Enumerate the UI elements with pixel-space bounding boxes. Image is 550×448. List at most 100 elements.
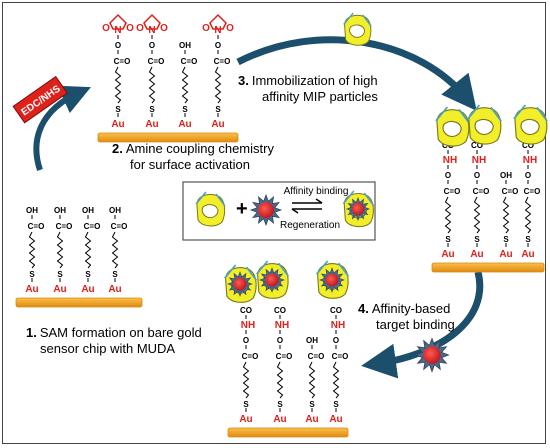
step3-number: 3. <box>238 73 249 88</box>
carbonyl-label: C=O <box>214 57 231 66</box>
arrow-step3-to-step4 <box>361 271 484 379</box>
alkyl-chain <box>308 361 316 399</box>
carbonyl-label: C=O <box>28 222 45 231</box>
target-molecule <box>249 193 283 227</box>
amide-nh-label: NH <box>241 320 255 331</box>
mip-cavity <box>201 204 219 219</box>
alkyl-chain <box>148 66 156 104</box>
co-label: CO <box>274 306 286 315</box>
ring-oxygen-label: O <box>126 23 134 34</box>
svg-text:1.SAM formation on bare gold: 1.SAM formation on bare gold <box>26 325 202 340</box>
mip-cavity <box>474 118 494 136</box>
mip-particle <box>513 104 548 145</box>
step4-text2: target binding <box>376 317 455 332</box>
edc-nhs-badge: EDC/NHS <box>12 75 68 124</box>
sulfur-label: S <box>29 270 35 279</box>
hydroxyl-label: OH <box>306 336 318 345</box>
alkyl-chain <box>28 231 36 269</box>
sulfur-label: S <box>445 235 451 244</box>
target-core <box>352 203 364 215</box>
step3-text: Immobilization of high <box>252 73 378 88</box>
gold-atom-label: Au <box>178 119 191 130</box>
alkyl-chain <box>473 196 481 234</box>
sulfur-label: S <box>215 105 221 114</box>
nitrogen-label: N <box>214 25 221 36</box>
alkyl-chain <box>276 361 284 399</box>
mip-edge-highlight <box>223 264 258 281</box>
gold-atom-label: Au <box>499 249 512 260</box>
target-molecule <box>319 267 345 293</box>
ring-oxygen-label: O <box>160 23 168 34</box>
gold-atom-label: Au <box>521 249 534 260</box>
oxygen-label: O <box>333 336 339 345</box>
alkyl-chain <box>502 196 510 234</box>
alkyl-chain <box>84 231 92 269</box>
sulfur-label: S <box>112 270 118 279</box>
amide-nh-label: NH <box>275 320 289 331</box>
sulfur-label: S <box>503 235 509 244</box>
svg-text:2.Amine coupling chemistry: 2.Amine coupling chemistry <box>112 141 274 156</box>
ring-oxygen-label: O <box>226 23 234 34</box>
free-mip-particle <box>343 12 372 46</box>
gold-atom-label: Au <box>305 414 318 425</box>
oxygen-label: O <box>277 336 283 345</box>
mip-cavity <box>349 24 366 38</box>
carbonyl-label: C=O <box>502 187 519 196</box>
sulfur-label: S <box>309 400 315 409</box>
mip-cavity <box>520 118 540 136</box>
mip-cavity <box>442 120 462 138</box>
gold-atom-label: Au <box>145 119 158 130</box>
eq-mip-target-complex <box>342 190 375 228</box>
target-core <box>423 346 441 364</box>
target-molecule <box>345 196 371 222</box>
step3-text2: affinity MIP particles <box>262 89 378 104</box>
ring-oxygen-label: O <box>136 23 144 34</box>
target-molecule <box>259 267 285 293</box>
hydroxyl-label: OH <box>26 206 38 215</box>
carbonyl-label: C=O <box>181 57 198 66</box>
oxygen-label: O <box>525 171 531 180</box>
gold-atom-label: Au <box>211 119 224 130</box>
step1-text2: sensor chip with MUDA <box>40 341 175 356</box>
hydroxyl-label: OH <box>82 206 94 215</box>
mip-edge-highlight <box>467 104 502 122</box>
carbonyl-label: C=O <box>111 222 128 231</box>
gold-sensor-chip <box>97 132 239 143</box>
nitrogen-label: N <box>114 25 121 36</box>
oxygen-label: O <box>474 171 480 180</box>
regeneration-label: Regeneration <box>280 220 340 231</box>
sulfur-label: S <box>243 400 249 409</box>
carbonyl-label: C=O <box>84 222 101 231</box>
oxygen-label: O <box>445 171 451 180</box>
sulfur-label: S <box>333 400 339 409</box>
step1-number: 1. <box>26 325 37 340</box>
amide-nh-label: NH <box>472 155 486 166</box>
gold-atom-label: Au <box>441 249 454 260</box>
free-target-molecule <box>414 337 450 373</box>
carbonyl-label: C=O <box>332 352 349 361</box>
gold-atom-label: Au <box>108 284 121 295</box>
mip-edge-highlight <box>342 190 375 207</box>
sulfur-label: S <box>277 400 283 409</box>
alkyl-chain <box>524 196 532 234</box>
mip-particle <box>343 12 372 46</box>
svg-text:3.Immobilization of high: 3.Immobilization of high <box>238 73 378 88</box>
step2-number: 2. <box>112 141 123 156</box>
oxygen-label: O <box>115 41 121 50</box>
co-label: CO <box>522 141 534 150</box>
target-core <box>233 277 247 291</box>
caption-step4: 4.Affinity-based target binding <box>358 301 455 332</box>
alkyl-chain <box>444 196 452 234</box>
sulfur-label: S <box>474 235 480 244</box>
target-molecule <box>414 337 450 373</box>
step4-text: Affinity-based <box>372 301 451 316</box>
step1-text: SAM formation on bare gold <box>40 325 202 340</box>
gold-atom-label: Au <box>470 249 483 260</box>
equilibrium-box: + Affinity binding Regeneration <box>182 181 376 241</box>
alkyl-chain <box>56 231 64 269</box>
co-label: CO <box>330 306 342 315</box>
gold-atom-label: Au <box>111 119 124 130</box>
